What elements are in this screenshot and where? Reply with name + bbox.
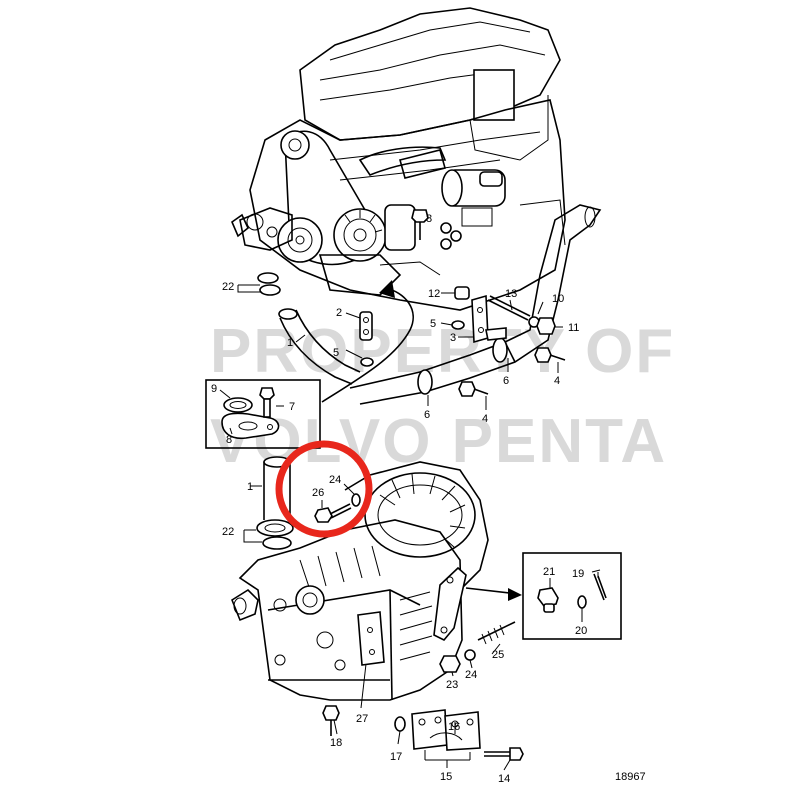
callout-numbers: 8 22 2 5 1 12 5 3 13 10 11 4 6 4 6 9 7 8… <box>211 213 587 785</box>
clamp-rings-lower <box>256 519 294 550</box>
callout-1-top: 1 <box>287 337 293 349</box>
callout-24-top: 24 <box>329 474 341 486</box>
callout-5-right: 5 <box>430 318 436 330</box>
callout-18: 18 <box>330 737 342 749</box>
callout-7: 7 <box>289 401 295 413</box>
callout-17: 17 <box>390 751 402 763</box>
parts-23-24-25 <box>439 621 516 673</box>
arrow-head-lower <box>508 588 522 601</box>
detail-inset-lever <box>522 552 622 640</box>
callout-8-inset: 8 <box>226 434 232 446</box>
leader-lines <box>219 232 599 771</box>
callout-4-right: 4 <box>554 375 560 387</box>
water-pipe-assembly <box>349 204 602 405</box>
callout-22-top: 22 <box>222 281 234 293</box>
callout-21: 21 <box>543 566 555 578</box>
callout-22-lower: 22 <box>222 526 234 538</box>
coolant-hose-upper <box>278 308 361 385</box>
callout-19: 19 <box>572 568 584 580</box>
drawing-number: 18967 <box>615 771 646 783</box>
alternator <box>333 204 416 262</box>
callout-9: 9 <box>211 383 217 395</box>
callout-2: 2 <box>336 307 342 319</box>
callout-16: 16 <box>448 721 460 733</box>
callout-8-top: 8 <box>426 213 432 225</box>
callout-10: 10 <box>552 293 564 305</box>
engine-block <box>231 7 566 311</box>
callout-25: 25 <box>492 649 504 661</box>
callout-14: 14 <box>498 773 510 785</box>
callout-6-right: 6 <box>503 375 509 387</box>
callout-26: 26 <box>312 487 324 499</box>
callout-20: 20 <box>575 625 587 637</box>
callout-23: 23 <box>446 679 458 691</box>
callout-13: 13 <box>505 288 517 300</box>
callout-1-lower: 1 <box>247 481 253 493</box>
callout-4-lower: 4 <box>482 413 488 425</box>
callout-15: 15 <box>440 771 452 783</box>
starter-motor <box>441 169 506 227</box>
bottom-bracket-parts <box>322 705 524 761</box>
clamp-bracket-parts <box>257 209 566 397</box>
detail-arrow-upper <box>321 287 414 403</box>
highlight-circle <box>275 440 373 538</box>
sea-water-pump <box>231 207 293 251</box>
detail-inset-gasket <box>205 379 321 449</box>
gearbox-assembly <box>231 461 489 701</box>
callout-11: 11 <box>568 322 579 334</box>
callout-27: 27 <box>356 713 368 725</box>
callout-12: 12 <box>428 288 440 300</box>
callout-5-left: 5 <box>333 347 339 359</box>
arrow-head-upper <box>379 280 395 298</box>
callout-3: 3 <box>450 332 456 344</box>
bolt-washer-26-24 <box>314 493 361 523</box>
callout-24-lower: 24 <box>465 669 477 681</box>
callout-6-lower: 6 <box>424 409 430 421</box>
belt-drive <box>277 130 416 266</box>
watermark: PROPERTY OF VOLVO PENTA <box>210 317 675 476</box>
watermark-line-1: PROPERTY OF <box>210 317 675 386</box>
